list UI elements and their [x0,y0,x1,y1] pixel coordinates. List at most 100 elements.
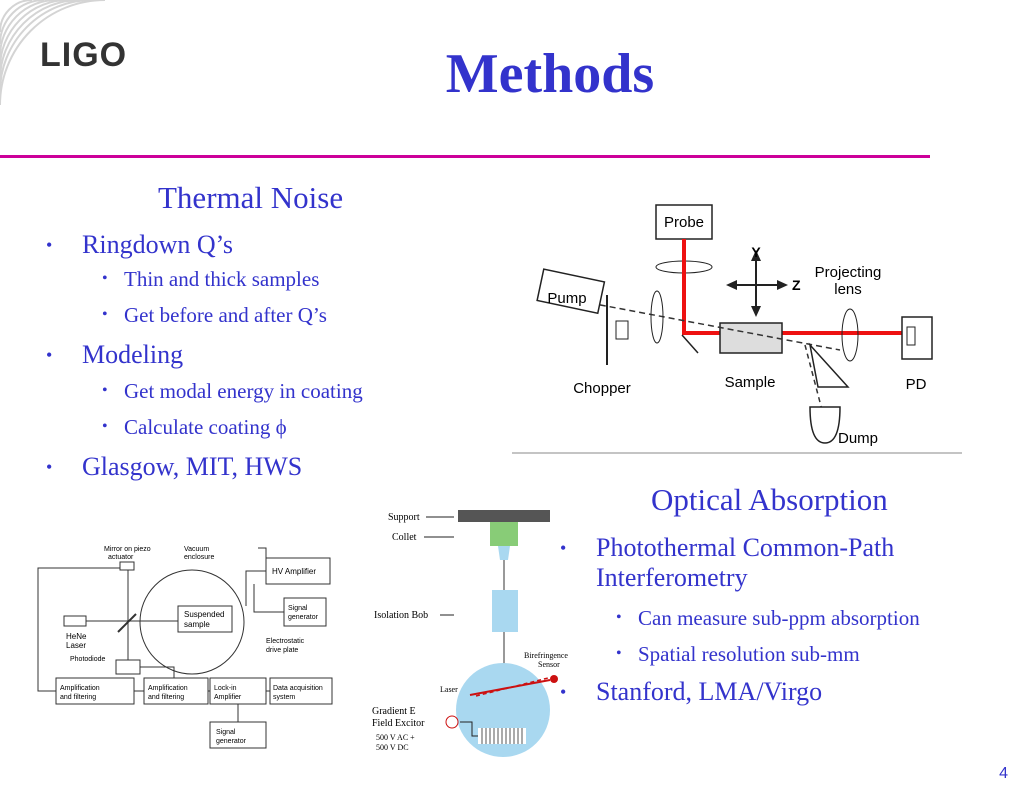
y-label: Y [751,244,761,260]
pump-beam [589,302,841,351]
ringdown-diagram: Mirror on piezo actuator Vacuum enclosur… [37,546,333,749]
list-item: Can measure sub-ppm absorption [560,605,1020,631]
pcpi-diagram: Probe Pump Chopper Sample Y Z Projecting… [512,204,962,454]
daq-label-1: Data acquisition [273,685,323,692]
sample-label: Sample [725,374,776,391]
hene-laser-box [63,615,87,627]
beam-splitter [117,613,137,633]
dc-voltage-label: 500 V DC [376,743,409,752]
pump-label: Pump [547,290,586,307]
thermal-noise-heading: Thermal Noise [158,180,344,215]
wire [253,584,284,613]
signal-generator-box [283,597,327,627]
hene-label-2: Laser [66,641,86,650]
lockin-label-2: Amplifier [214,694,242,701]
sample-box [719,322,783,354]
ac-source-icon [445,715,459,729]
chopper-label: Chopper [573,380,631,397]
feedback-wire [37,567,126,692]
mirror [681,334,699,354]
list-item: Modeling [46,340,486,370]
vacuum-enclosure [139,569,245,675]
projecting-lens [841,308,859,362]
exciter-wire [460,721,478,737]
support-label: Support [388,512,420,523]
ac-voltage-label: 500 V AC + [376,733,415,742]
sg2-label-1: Signal [216,729,236,736]
chopper-motor [615,320,629,340]
support-bar [458,510,550,522]
list-item-line: Photothermal Common-Path [596,533,895,562]
laser-label: Laser [440,685,458,694]
optical-absorption-heading: Optical Absorption [651,482,888,517]
list-item: Get modal energy in coating [46,378,486,404]
wire [245,570,266,606]
isolation-bob [492,590,518,632]
comb-teeth [481,728,523,744]
pd-sensor [906,326,916,346]
photodiode-box [115,659,141,675]
arrow-head-up-icon [751,250,761,261]
reflected-beam [475,677,549,697]
gradient-label: Gradient E [372,706,416,717]
dump-beam [804,344,823,411]
collet-tip [498,546,510,560]
hene-label-1: HeNe [66,632,87,641]
pump-lens [650,290,664,344]
list-item: Calculate coating ϕ [46,414,486,440]
projecting-label: Projecting [815,264,882,281]
lockin-label-1: Lock-in [214,685,237,692]
dump-label: Dump [838,430,878,447]
signal-generator-label-2: generator [288,614,319,621]
list-item: Spatial resolution sub-mm [560,641,1020,667]
sensor-label: Sensor [538,660,560,669]
thermal-noise-list: Ringdown Q’s Thin and thick samples Get … [46,230,486,482]
list-item: Photothermal Common-Path Interferometry [560,533,1020,593]
birefringence-label: Birefringence [524,651,568,660]
amp2-label-2: and filtering [148,694,184,701]
amp1-label-1: Amplification [60,685,100,692]
vacuum-label-1: Vacuum [184,546,209,553]
list-item-line: Interferometry [596,563,748,592]
suspended-sample-box [177,605,233,633]
suspended-label-1: Suspended [184,610,224,619]
collet [490,522,518,546]
list-item: Glasgow, MIT, HWS [46,452,486,482]
page-title: Methods [445,43,655,105]
logo-text: LIGO [40,36,128,74]
isolation-label: Isolation Bob [374,610,428,621]
electrostatic-label-1: Electrostatic [266,638,305,645]
electrostatic-label-2: drive plate [266,647,298,654]
wire [140,666,175,678]
lens-label: lens [834,281,862,298]
z-label: Z [792,277,801,293]
probe-box [655,204,713,240]
hv-amplifier-label: HV Amplifier [272,567,316,576]
mirror-label-1: Mirror on piezo [104,546,151,553]
list-item: Stanford, LMA/Virgo [560,677,1020,707]
probe-label: Probe [664,214,704,231]
vacuum-label-2: enclosure [184,554,214,561]
probe-beam [682,239,910,335]
page-number: 4 [999,765,1008,782]
pump-box [536,268,606,315]
beam-dump [809,406,841,444]
amp2-label-1: Amplification [148,685,188,692]
signal-generator-label-1: Signal [288,605,308,612]
list-item: Thin and thick samples [46,266,486,292]
suspended-label-2: sample [184,620,210,629]
pd-label: PD [906,376,927,393]
list-item: Ringdown Q’s [46,230,486,260]
daq-box [269,677,333,705]
hv-amplifier-box [265,557,331,585]
arrow-head-right-icon [777,280,788,290]
wire [258,547,267,558]
logo-arcs [0,0,106,106]
title-divider [0,155,930,158]
sensor-spot [550,675,558,683]
arrow-head-down-icon [751,306,761,317]
suspension-diagram: Support Collet Isolation Bob Birefringen… [372,510,568,757]
piezo-mirror [119,561,135,571]
exciter-label: Field Excitor [372,718,425,729]
optical-absorption-list: Photothermal Common-Path Interferometry … [560,533,1020,707]
